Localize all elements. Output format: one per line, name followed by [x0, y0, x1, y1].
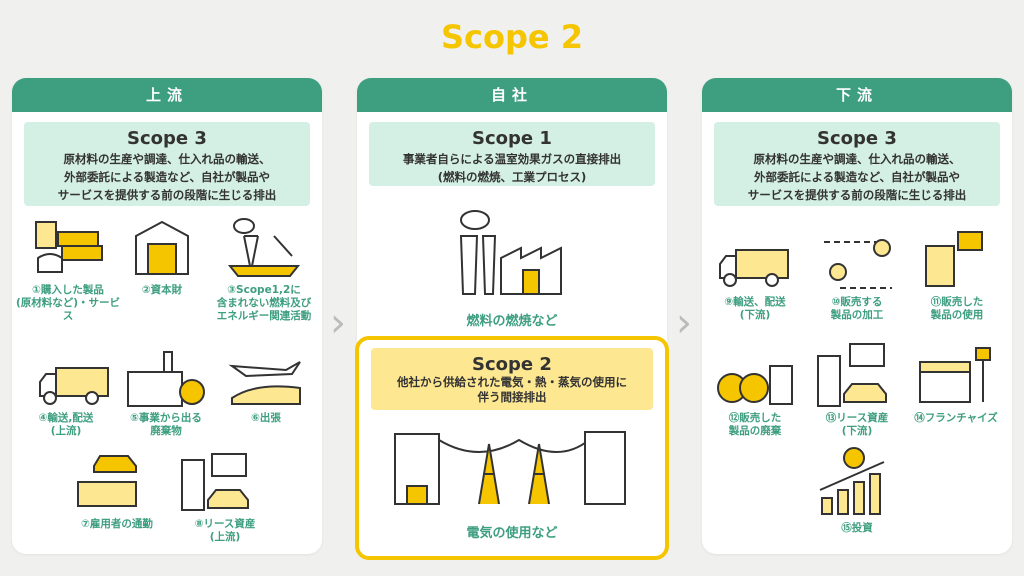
chevron-right-icon: › [330, 300, 346, 346]
item-4-label: ④輸送,配送 (上流) [38, 412, 94, 437]
item-13-label: ⑬リース資産 (下流) [825, 412, 889, 437]
page-title: Scope 2 [440, 18, 583, 56]
truck-icon [39, 367, 109, 405]
scope2-title: Scope 2 [472, 354, 552, 375]
downstream-desc-2: 外部委託による製造など、自社が製品や [753, 170, 961, 184]
upstream-header: 上流 [12, 78, 322, 112]
downstream-desc-1: 原材料の生産や調達、仕入れ品の輸送、 [753, 152, 961, 166]
item-8-label: ⑧リース資産 (上流) [194, 518, 256, 543]
item-1-label: ①購入した製品 (原材料など)・サービス [15, 284, 121, 322]
franchise-store-icon [919, 347, 991, 403]
lease-assets-icon [181, 453, 249, 511]
item-11-label: ⑪販売した 製品の使用 [930, 296, 984, 321]
item-7-label: ⑦雇用者の通勤 [81, 518, 153, 530]
scope1-box: Scope 1 事業者自らによる温室効果ガスの直接排出 (燃料の燃焼、工業プロセ… [369, 122, 655, 186]
upstream-desc-2: 外部委託による製造など、自社が製品や [63, 170, 271, 184]
item-2-label: ②資本財 [141, 284, 183, 296]
warehouse-icon [135, 220, 189, 275]
scope1-title: Scope 1 [472, 128, 552, 149]
upstream-panel: 上流 Scope 3 原材料の生産や調達、仕入れ品の輸送、 外部委託による製造な… [12, 78, 322, 554]
downstream-panel: 下流 Scope 3 原材料の生産や調達、仕入れ品の輸送、 外部委託による製造な… [702, 78, 1012, 554]
processing-icon [824, 239, 892, 289]
scope2-highlight: Scope 2 他社から供給された電気・熱・蒸気の使用に 伴う間接排出 電気の使… [355, 336, 669, 560]
scope1-desc-2: (燃料の燃焼、工業プロセス) [437, 170, 587, 184]
upstream-desc-3: サービスを提供する前の段階に生じる排出 [57, 188, 277, 202]
scope2-box: Scope 2 他社から供給された電気・熱・蒸気の使用に 伴う間接排出 [371, 348, 653, 410]
item-14-label: ⑭フランチャイズ [914, 412, 998, 424]
item-9-label: ⑨輸送、配送 (下流) [724, 296, 786, 321]
scope1-desc-1: 事業者自らによる温室効果ガスの直接排出 [402, 152, 622, 166]
item-15-label: ⑮投資 [841, 522, 873, 534]
downstream-desc-3: サービスを提供する前の段階に生じる排出 [747, 188, 967, 202]
fuel-combustion-label: 燃料の燃焼など [466, 314, 558, 329]
power-grid-icon [394, 431, 626, 505]
commute-icon [77, 455, 137, 507]
plane-train-icon [228, 361, 301, 405]
item-12-label: ⑫販売した 製品の廃棄 [728, 412, 782, 437]
upstream-scope-title: Scope 3 [127, 128, 207, 149]
scope2-desc-1: 他社から供給された電気・熱・蒸気の使用に [397, 375, 627, 389]
appliance-icon [925, 231, 983, 287]
item-10-label: ⑩販売する 製品の加工 [830, 296, 884, 321]
factory-waste-icon [127, 351, 205, 407]
item-6-label: ⑥出張 [251, 412, 281, 424]
truck-icon-2 [719, 249, 789, 287]
downstream-scope-title: Scope 3 [817, 128, 897, 149]
downstream-header: 下流 [702, 78, 1012, 112]
factory-icon [459, 210, 562, 295]
upstream-desc-1: 原材料の生産や調達、仕入れ品の輸送、 [63, 152, 271, 166]
oil-rig-icon [227, 218, 301, 277]
electricity-label: 電気の使用など [466, 526, 558, 541]
item-3-label: ③Scope1,2に 含まれない燃料及び エネルギー関連活動 [216, 284, 312, 322]
scope2-desc-2: 伴う間接排出 [477, 390, 547, 404]
disposal-icon [717, 365, 793, 405]
downstream-scope-box: Scope 3 原材料の生産や調達、仕入れ品の輸送、 外部委託による製造など、自… [714, 122, 1000, 206]
lease-assets-icon-2 [817, 343, 887, 407]
chevron-right-icon-2: › [676, 300, 692, 346]
upstream-scope-box: Scope 3 原材料の生産や調達、仕入れ品の輸送、 外部委託による製造など、自… [24, 122, 310, 206]
materials-icon [35, 221, 103, 273]
item-5-label: ⑤事業から出る 廃棄物 [130, 412, 202, 437]
investment-icon [819, 447, 885, 515]
company-header: 自社 [357, 78, 667, 112]
